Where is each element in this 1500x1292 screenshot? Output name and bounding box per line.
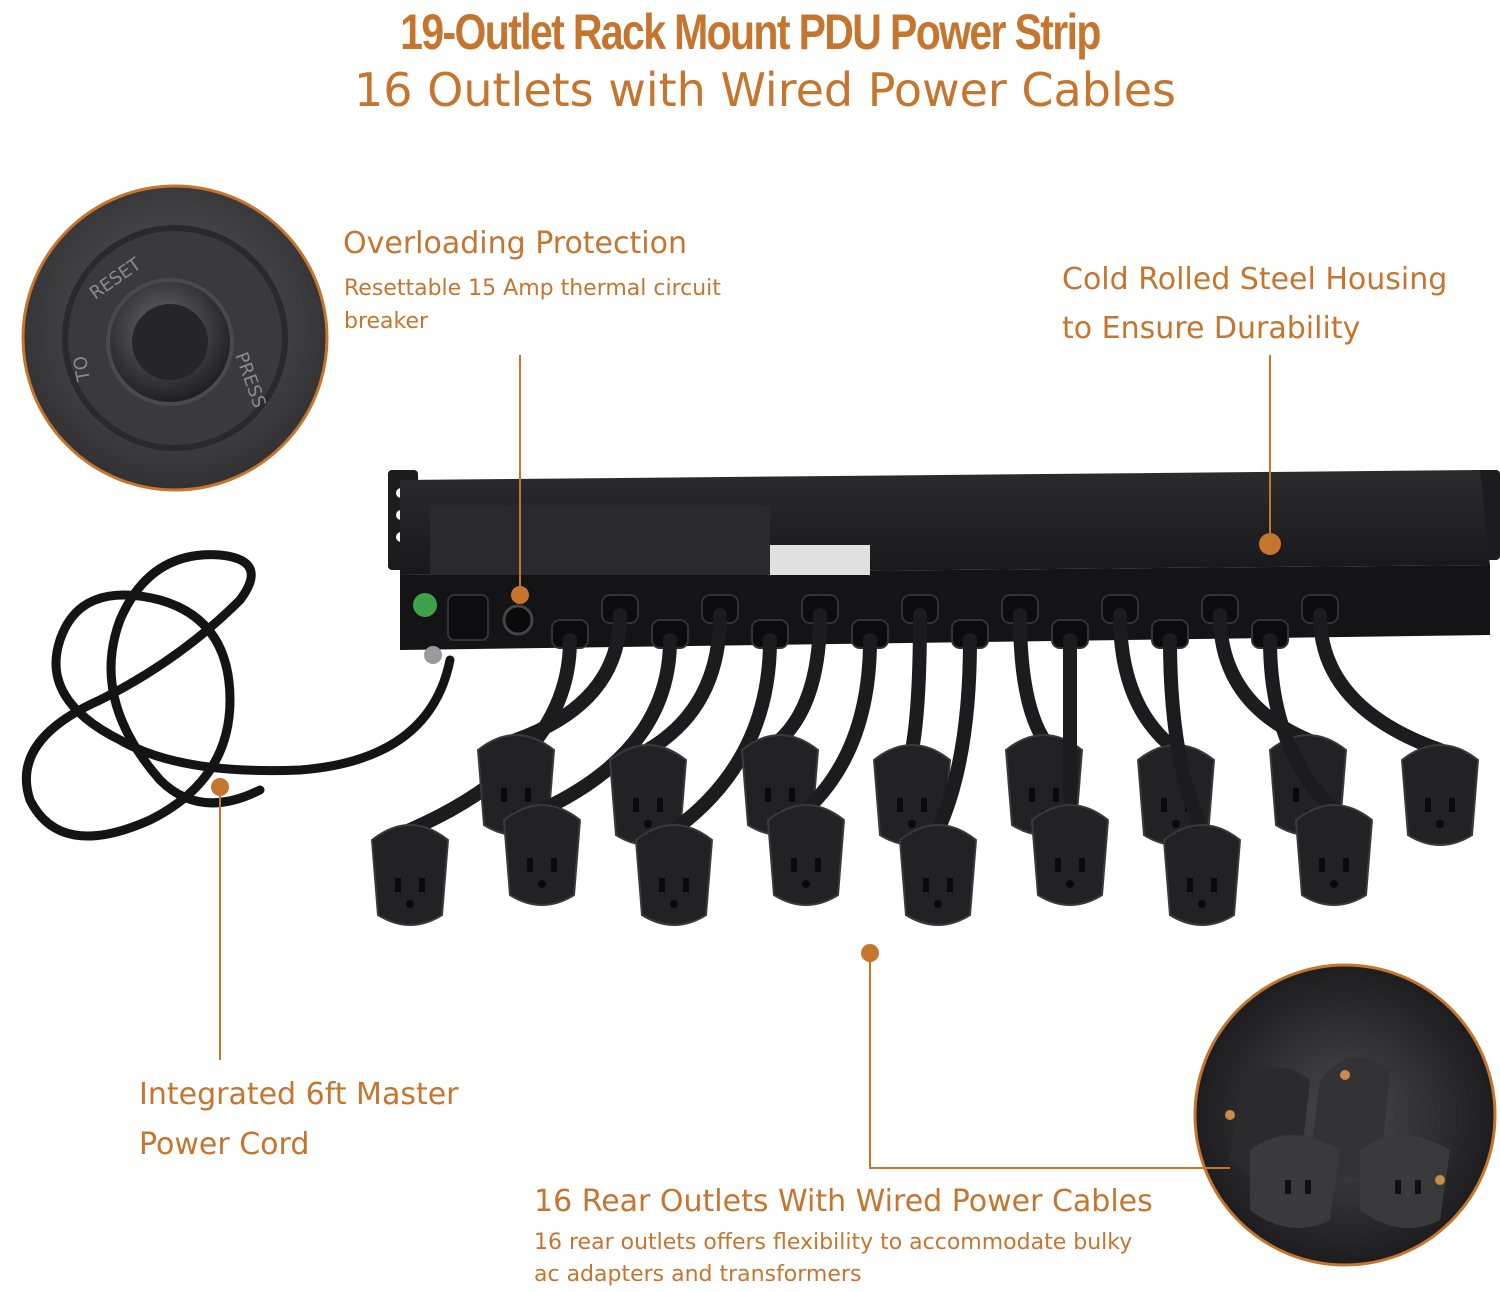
product-label <box>430 505 770 575</box>
callout-housing-line-1: Cold Rolled Steel Housing <box>1062 262 1448 297</box>
callout-rear-desc-2: ac adapters and transformers <box>534 1262 862 1287</box>
outlets-closeup-inset <box>1193 963 1497 1267</box>
page-title: 19-Outlet Rack Mount PDU Power Strip <box>400 4 1101 60</box>
callout-dots <box>211 533 1281 962</box>
page-subtitle: 16 Outlets with Wired Power Cables <box>353 63 1176 117</box>
warning-sticker <box>770 545 870 575</box>
callout-rear-desc-1: 16 rear outlets offers flexibility to ac… <box>534 1230 1133 1255</box>
callout-housing-line-2: to Ensure Durability <box>1062 311 1361 346</box>
callout-overload-desc-2: breaker <box>344 309 429 334</box>
outlet-cable <box>1251 619 1374 906</box>
outlet-cable <box>502 619 689 906</box>
outlet-cable <box>608 594 739 846</box>
outlet-cable <box>766 619 889 906</box>
callout-lines <box>219 355 1271 1169</box>
callout-cord-line-1: Integrated 6ft Master <box>139 1077 459 1112</box>
callout-overload-heading: Overloading Protection <box>343 226 687 261</box>
callout-cord-line-2: Power Cord <box>139 1127 310 1162</box>
outlet-cable <box>898 619 989 926</box>
ground-screw-icon <box>424 646 442 664</box>
breaker-text-to: TO <box>70 354 95 383</box>
outlet-cable <box>1030 619 1110 906</box>
outlet-cable <box>1151 619 1242 926</box>
reset-breaker-button[interactable] <box>502 604 534 636</box>
rear-outlet-cables <box>370 594 1480 926</box>
breaker-closeup-inset: RESET PRESS TO <box>21 184 329 492</box>
outlet-cable <box>872 594 952 846</box>
callout-overload-desc-1: Resettable 15 Amp thermal circuit <box>344 276 721 301</box>
callout-rear-heading: 16 Rear Outlets With Wired Power Cables <box>534 1184 1153 1219</box>
ground-icon <box>413 593 437 617</box>
outlet-cable <box>1301 594 1480 846</box>
power-inlet <box>447 594 489 641</box>
